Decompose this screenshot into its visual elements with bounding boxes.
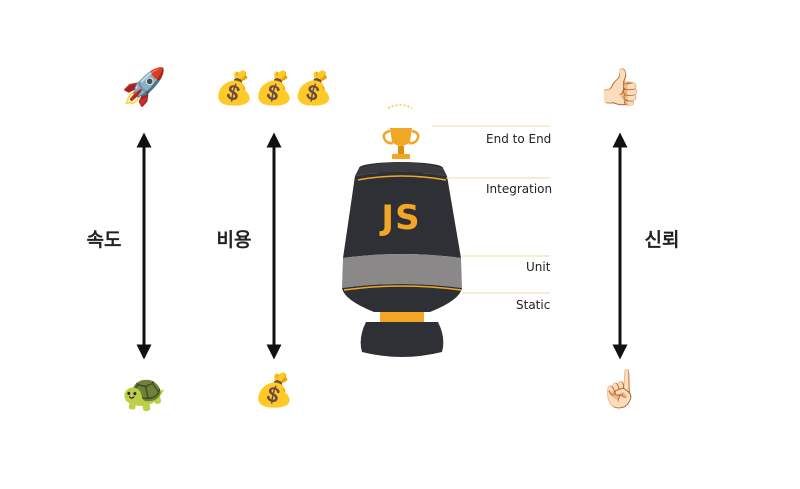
rocket-icon: 🚀 — [121, 67, 167, 108]
cost-label: 비용 — [216, 229, 252, 251]
turtle-icon: 🐢 — [121, 373, 167, 414]
layer-label-static: Static — [516, 298, 551, 312]
layer-label-unit: Unit — [526, 260, 551, 274]
trophy-graphic — [342, 104, 462, 357]
index-pointing-up-icon: ☝🏻 — [597, 369, 643, 410]
money-bag-icon: 💰 — [254, 371, 294, 409]
layer-label-e2e: End to End — [486, 132, 552, 146]
speed-label: 속도 — [86, 229, 122, 251]
trust-label: 신뢰 — [644, 229, 680, 251]
thumbs-up-icon: 👍🏻 — [597, 67, 643, 108]
layer-label-integration: Integration — [486, 182, 553, 196]
money-bag-icon: 💰💰💰 — [214, 69, 334, 107]
trophy-logo-text: JS — [381, 198, 421, 238]
trophy-icon — [382, 104, 420, 159]
